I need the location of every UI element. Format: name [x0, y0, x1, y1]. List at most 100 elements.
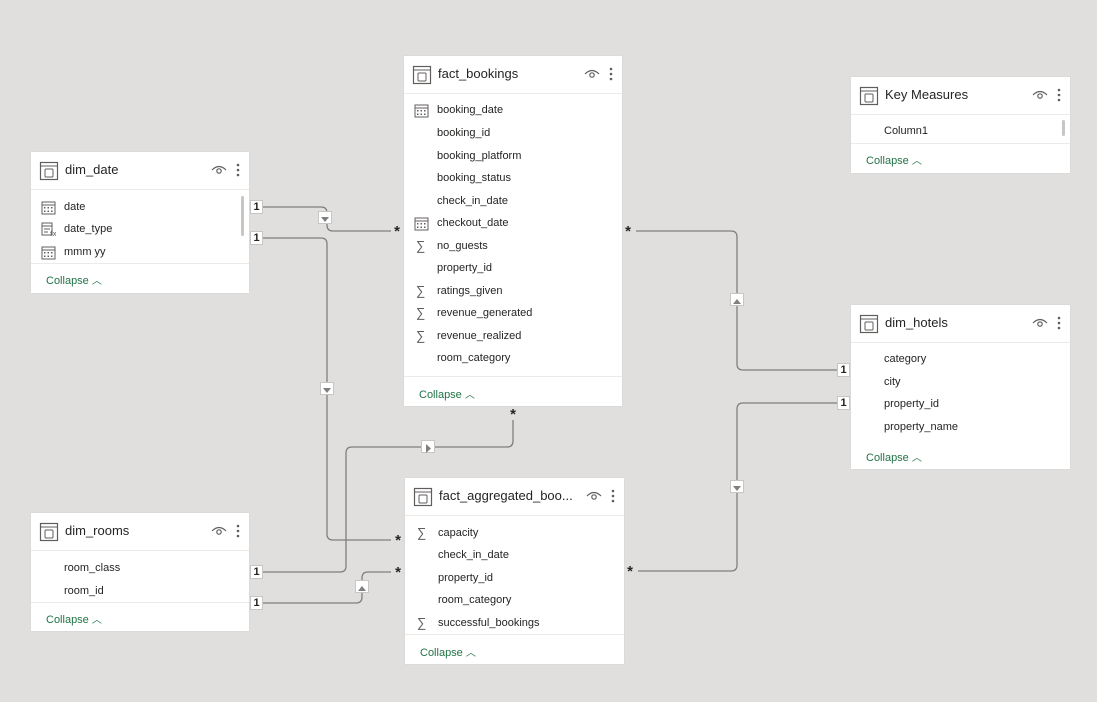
field-row[interactable]: mmm yy: [31, 242, 239, 264]
collapse-button[interactable]: Collapse︿: [420, 644, 476, 659]
field-row[interactable]: ∑ successful_bookings: [405, 613, 614, 635]
field-row[interactable]: check_in_date: [405, 545, 614, 567]
cardinality-one-label: 1: [250, 200, 263, 214]
more-options-icon[interactable]: [608, 66, 614, 82]
visibility-eye-icon[interactable]: [211, 164, 227, 176]
field-name: mmm yy: [64, 246, 106, 258]
field-row[interactable]: booking_status: [404, 168, 612, 190]
field-name: room_id: [64, 585, 104, 597]
field-row[interactable]: room_category: [404, 348, 612, 370]
field-name: booking_date: [437, 104, 504, 116]
field-row[interactable]: checkout_date: [404, 213, 612, 235]
table-card-key-measures[interactable]: Key Measures Column1 Collapse︿: [851, 77, 1070, 173]
field-name: date: [64, 201, 86, 213]
table-icon: [413, 487, 433, 507]
divider: [31, 602, 249, 603]
table-card-fact-aggregated-bookings[interactable]: fact_aggregated_boo... ∑ capacity check_…: [405, 478, 624, 664]
field-row[interactable]: booking_id: [404, 123, 612, 145]
field-name: property_id: [438, 572, 494, 584]
direction-marker-down[interactable]: [318, 211, 332, 224]
field-row[interactable]: city: [851, 372, 1060, 394]
more-options-icon[interactable]: [1056, 87, 1062, 103]
table-title: fact_aggregated_boo...: [439, 488, 573, 503]
more-options-icon[interactable]: [610, 488, 616, 504]
field-name: checkout_date: [437, 217, 509, 229]
more-options-icon[interactable]: [235, 523, 241, 539]
field-row[interactable]: property_id: [405, 568, 614, 590]
field-name: successful_bookings: [438, 617, 540, 629]
field-name: booking_platform: [437, 150, 522, 162]
field-name: revenue_generated: [437, 307, 533, 319]
cardinality-many-label: *: [395, 532, 401, 549]
table-title: Key Measures: [885, 87, 969, 102]
field-row[interactable]: room_id: [31, 581, 239, 603]
visibility-eye-icon[interactable]: [211, 525, 227, 537]
table-header[interactable]: dim_date: [31, 152, 249, 190]
field-row[interactable]: Column1: [851, 121, 1060, 143]
field-name: check_in_date: [437, 195, 508, 207]
cardinality-one-label: 1: [250, 231, 263, 245]
field-row[interactable]: fx date_type: [31, 219, 239, 241]
chevron-up-icon: ︿: [91, 276, 102, 287]
field-name: property_id: [884, 398, 940, 410]
scrollbar[interactable]: [241, 196, 244, 236]
field-name: property_id: [437, 262, 493, 274]
collapse-button[interactable]: Collapse︿: [419, 386, 475, 401]
collapse-button[interactable]: Collapse︿: [866, 152, 922, 167]
field-row[interactable]: ∑ revenue_generated: [404, 303, 612, 325]
field-row[interactable]: property_id: [851, 394, 1060, 416]
chevron-up-icon: ︿: [911, 156, 922, 167]
more-options-icon[interactable]: [235, 162, 241, 178]
sigma-icon: ∑: [416, 328, 426, 343]
field-row[interactable]: property_id: [404, 258, 612, 280]
field-name: revenue_realized: [437, 330, 522, 342]
field-row[interactable]: category: [851, 349, 1060, 371]
field-row[interactable]: ∑ no_guests: [404, 236, 612, 258]
scrollbar[interactable]: [1062, 120, 1065, 136]
cardinality-many-label: *: [625, 223, 631, 240]
cardinality-one-label: 1: [250, 565, 263, 579]
chevron-up-icon: ︿: [464, 390, 475, 401]
field-row[interactable]: date: [31, 197, 239, 219]
direction-marker-up[interactable]: [730, 293, 744, 306]
field-row[interactable]: check_in_date: [404, 191, 612, 213]
direction-marker-up[interactable]: [355, 580, 369, 593]
relationship-line-rooms-aggregated: [262, 571, 391, 604]
table-icon: [859, 314, 879, 334]
more-options-icon[interactable]: [1056, 315, 1062, 331]
cardinality-many-label: *: [627, 563, 633, 580]
visibility-eye-icon[interactable]: [586, 490, 602, 502]
field-row[interactable]: booking_platform: [404, 146, 612, 168]
direction-marker-right[interactable]: [421, 440, 435, 453]
visibility-eye-icon[interactable]: [584, 68, 600, 80]
table-card-fact-bookings[interactable]: fact_bookings booking_date booking_id bo…: [404, 56, 622, 406]
field-row[interactable]: ∑ revenue_realized: [404, 326, 612, 348]
table-header[interactable]: dim_rooms: [31, 513, 249, 551]
table-header[interactable]: Key Measures: [851, 77, 1070, 115]
cardinality-many-label: *: [394, 223, 400, 240]
field-row[interactable]: booking_date: [404, 100, 612, 122]
field-row[interactable]: property_name: [851, 417, 1060, 439]
visibility-eye-icon[interactable]: [1032, 317, 1048, 329]
sigma-icon: ∑: [416, 305, 426, 320]
calendar-icon: [41, 246, 56, 260]
visibility-eye-icon[interactable]: [1032, 89, 1048, 101]
table-icon: [412, 65, 432, 85]
field-row[interactable]: room_category: [405, 590, 614, 612]
table-header[interactable]: dim_hotels: [851, 305, 1070, 343]
field-name: check_in_date: [438, 549, 509, 561]
collapse-button[interactable]: Collapse︿: [866, 449, 922, 464]
table-card-dim-date[interactable]: dim_date date fx date_type mmm yy Collap…: [31, 152, 249, 293]
direction-marker-down[interactable]: [320, 382, 334, 395]
table-header[interactable]: fact_aggregated_boo...: [405, 478, 624, 516]
table-card-dim-hotels[interactable]: dim_hotels category city property_id pro…: [851, 305, 1070, 469]
field-row[interactable]: ∑ capacity: [405, 523, 614, 545]
collapse-button[interactable]: Collapse︿: [46, 272, 102, 287]
collapse-button[interactable]: Collapse︿: [46, 611, 102, 626]
field-row[interactable]: room_class: [31, 558, 239, 580]
field-row[interactable]: ∑ ratings_given: [404, 281, 612, 303]
table-header[interactable]: fact_bookings: [404, 56, 622, 94]
table-card-dim-rooms[interactable]: dim_rooms room_class room_id Collapse︿: [31, 513, 249, 631]
direction-marker-down[interactable]: [730, 480, 744, 493]
